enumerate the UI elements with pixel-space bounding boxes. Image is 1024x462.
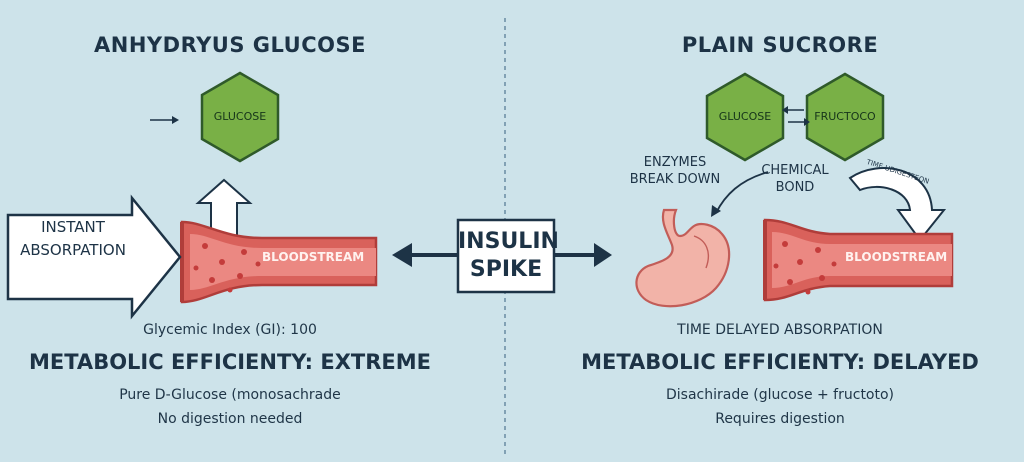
glucose-hexagon — [200, 71, 280, 163]
curved-arrow-to-stomach — [715, 171, 769, 214]
enzymes-line1: ENZYMES — [643, 155, 707, 170]
stomach-fold — [693, 235, 710, 269]
bond-arrows-icon — [782, 106, 810, 126]
glucose-right-label: GLUCOSE — [718, 110, 772, 123]
right-detail-line2: Requires digestion — [715, 411, 845, 427]
delayed-absorption-text: TIME DELAYED ABSORPATION — [677, 322, 883, 338]
right-detail-line1: Disachirade (glucose + fructoto) — [665, 387, 895, 403]
right-vessel — [763, 218, 954, 302]
left-title: ANHYDRYUS GLUCOSE — [94, 33, 366, 57]
glucose-hexagon-right — [705, 72, 785, 162]
instant-absorption-line2: ABSORPATION — [20, 241, 126, 259]
chemical-bond-line2: BOND — [775, 180, 815, 195]
right-title: PLAIN SUCRORE — [681, 33, 879, 57]
left-efficiency: METABOLIC EFFICIENTY: EXTREME — [29, 350, 431, 374]
left-vessel — [180, 220, 378, 304]
fructose-hexagon — [805, 72, 885, 162]
stomach-icon — [635, 208, 731, 308]
left-vessel-label: BLOODSTREAM — [262, 250, 365, 264]
insulin-label: INSULIN — [458, 229, 559, 254]
instant-absorption-arrow — [6, 194, 182, 320]
instant-absorption-line1: INSTANT — [41, 218, 105, 236]
curved-arrow-head — [711, 205, 721, 217]
enzymes-line2: BREAK DOWN — [629, 172, 721, 187]
time-digestion-arrow — [848, 167, 947, 242]
chemical-bond-line1: CHEMICAL — [761, 163, 829, 178]
spike-label: SPIKE — [469, 257, 543, 282]
glucose-hexagon-label: GLUCOSE — [213, 110, 267, 123]
fructose-label: FRUCTOCO — [814, 110, 876, 123]
insulin-spike-box — [456, 218, 556, 294]
right-vessel-label: BLOODSTREAM — [845, 250, 948, 264]
left-detail-line1: Pure D-Glucose (monosachrade — [119, 387, 341, 403]
left-detail-line2: No digestion needed — [157, 411, 303, 427]
glycemic-index-text: Glycemic Index (GI): 100 — [143, 322, 317, 338]
small-arrow-head — [172, 116, 179, 124]
insulin-double-arrow — [392, 243, 612, 267]
right-efficiency: METABOLIC EFFICIENTY: DELAYED — [581, 350, 979, 374]
